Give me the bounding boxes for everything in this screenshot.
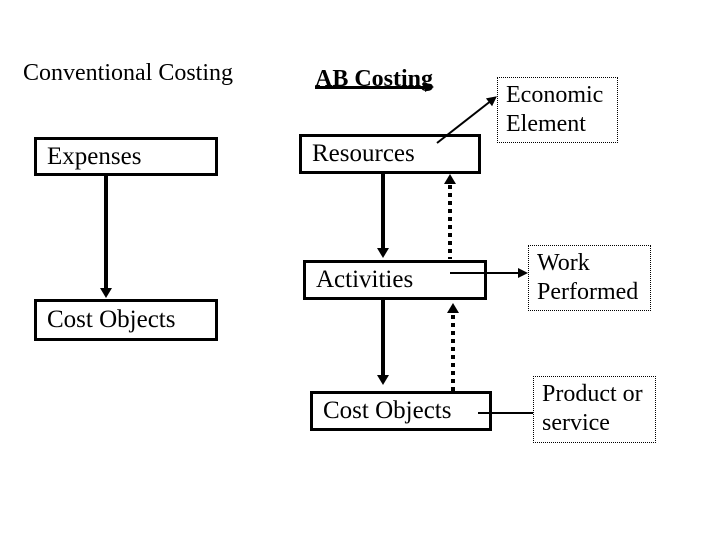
activities-to-resources-dashed-shaft	[448, 185, 452, 259]
ab-costing-underline-arrow	[315, 86, 427, 89]
activities-to-cost-objects-arrow-shaft	[381, 299, 385, 376]
expenses-to-cost-objects-arrowhead-icon	[100, 288, 112, 298]
cost-objects-to-activities-dashed-shaft	[451, 315, 455, 392]
conventional-cost-objects-box: Cost Objects	[34, 299, 218, 341]
expenses-label: Expenses	[47, 142, 142, 170]
activities-to-work-performed-arrow-shaft	[450, 272, 518, 274]
work-performed-annotation-box: Work Performed	[528, 245, 651, 311]
activities-to-resources-dashed-arrowhead-icon	[444, 174, 456, 184]
work-performed-line1: Work	[537, 250, 590, 276]
ab-costing-underline-arrowhead-icon	[425, 82, 434, 92]
activities-to-work-performed-arrowhead-icon	[518, 268, 528, 278]
activities-box: Activities	[303, 260, 487, 300]
resources-to-activities-arrowhead-icon	[377, 248, 389, 258]
expenses-to-cost-objects-arrow-shaft	[104, 175, 108, 289]
cost-objects-to-product-arrow-shaft	[478, 412, 546, 414]
economic-element-line2: Element	[506, 111, 586, 137]
product-or-service-line1: Product or	[542, 381, 643, 407]
economic-element-line1: Economic	[506, 82, 604, 108]
ab-cost-objects-box: Cost Objects	[310, 391, 492, 431]
activities-label: Activities	[316, 266, 414, 293]
economic-element-annotation-box: Economic Element	[497, 77, 618, 143]
work-performed-line2: Performed	[537, 279, 639, 305]
product-or-service-line2: service	[542, 410, 610, 436]
resources-to-activities-arrow-shaft	[381, 174, 385, 249]
ab-cost-objects-label: Cost Objects	[323, 397, 452, 424]
resources-label: Resources	[312, 140, 415, 167]
cost-objects-to-activities-dashed-arrowhead-icon	[447, 303, 459, 313]
conventional-costing-title: Conventional Costing	[23, 60, 233, 86]
product-or-service-annotation-box: Product or service	[533, 376, 656, 443]
conventional-cost-objects-label: Cost Objects	[47, 306, 176, 333]
resources-box: Resources	[299, 134, 481, 174]
activities-to-cost-objects-arrowhead-icon	[377, 375, 389, 385]
expenses-box: Expenses	[34, 137, 218, 176]
